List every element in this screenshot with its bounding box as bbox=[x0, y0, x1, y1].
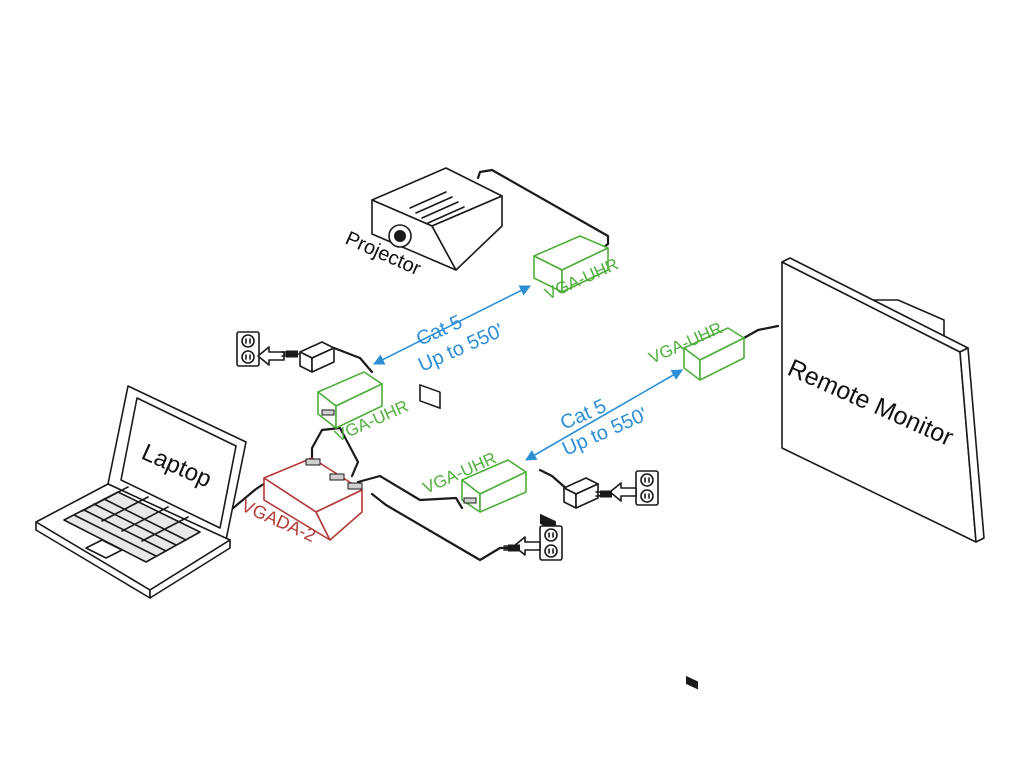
splitter-port-3 bbox=[347, 482, 363, 490]
extender-port bbox=[321, 409, 335, 416]
splitter-to-extender2-cable bbox=[356, 474, 464, 510]
power-adapter-side bbox=[311, 347, 335, 373]
splitter-device: VGADA-2 bbox=[238, 457, 363, 546]
cat5-link-bottom: Cat 5 Up to 550' bbox=[525, 369, 683, 461]
outlet-group-2 bbox=[595, 470, 659, 506]
extender-monitor: VGA-UHR bbox=[646, 318, 745, 690]
power-outlet-icon bbox=[635, 470, 659, 506]
power-outlet-icon bbox=[236, 331, 260, 367]
monitor-side-edge bbox=[959, 347, 985, 543]
adapter2-cable bbox=[538, 468, 570, 492]
arrow-icon bbox=[257, 346, 285, 366]
projector-panel bbox=[419, 384, 441, 409]
splitter-power-cable bbox=[370, 492, 518, 562]
cables bbox=[224, 168, 780, 562]
extender-local-bottom: VGA-UHR bbox=[420, 448, 527, 513]
cat5-arrow bbox=[372, 285, 532, 365]
adapter1-cable bbox=[332, 346, 374, 374]
laptop-screen bbox=[120, 397, 237, 529]
cat5-link-top: Cat 5 Up to 550' bbox=[372, 285, 532, 377]
power-adapter-side bbox=[575, 483, 599, 509]
splitter-port-1 bbox=[305, 458, 321, 466]
laptop: Laptop bbox=[35, 385, 247, 599]
outlet-group-3 bbox=[503, 525, 563, 561]
remote-monitor: Remote Monitor bbox=[781, 257, 985, 543]
laptop-base-side bbox=[149, 539, 231, 599]
extender-port bbox=[463, 497, 477, 504]
splitter-to-extender-cable bbox=[310, 426, 360, 478]
arrow-icon bbox=[609, 482, 637, 502]
projector-lens-inner bbox=[394, 230, 406, 242]
power-adapter-2 bbox=[563, 477, 599, 509]
power-outlet-icon bbox=[539, 525, 563, 561]
monitor-cable bbox=[742, 324, 780, 340]
outlet-group-1 bbox=[236, 331, 299, 367]
splitter-side bbox=[315, 489, 363, 541]
extender-side bbox=[699, 337, 745, 381]
extender-side bbox=[335, 383, 383, 429]
projector-side bbox=[431, 195, 503, 271]
extender-side bbox=[479, 471, 527, 513]
vga-port-icon bbox=[686, 675, 698, 690]
laptop-touchpad bbox=[85, 539, 123, 559]
keyboard-rows bbox=[73, 486, 189, 557]
extender-local-top: VGA-UHR bbox=[317, 371, 411, 446]
projector-cable bbox=[476, 168, 610, 252]
power-adapter-1 bbox=[299, 341, 335, 373]
splitter-port-2 bbox=[329, 473, 345, 481]
cat5-arrow bbox=[525, 369, 683, 461]
projector-vents bbox=[409, 191, 465, 224]
extender-side bbox=[561, 247, 609, 293]
